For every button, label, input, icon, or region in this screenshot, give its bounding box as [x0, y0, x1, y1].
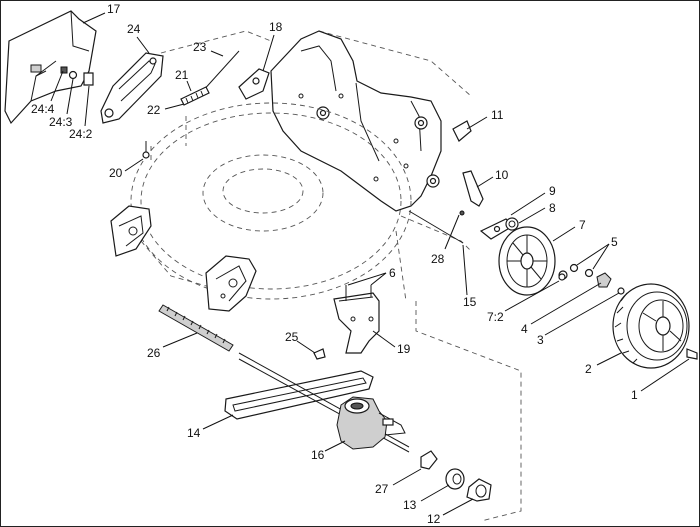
callout-11: 11 [491, 108, 504, 122]
axle-28-15 [408, 210, 465, 244]
pinion-27 [420, 450, 438, 470]
callout-17: 17 [107, 2, 121, 16]
callout-12: 12 [427, 512, 441, 526]
bushing-7-2 [558, 273, 566, 281]
callout-2: 2 [585, 362, 592, 376]
callout-9: 9 [549, 184, 556, 198]
callout-8: 8 [549, 201, 556, 215]
transmission-16 [336, 396, 406, 450]
spring-part [180, 86, 210, 106]
assembly-reference-lines [150, 30, 522, 522]
chute-deflector-part [4, 10, 97, 125]
hinge-hardware [60, 66, 94, 86]
callout-14: 14 [187, 426, 201, 440]
callout-20: 20 [109, 166, 123, 180]
callout-13: 13 [403, 498, 417, 512]
callout-10: 10 [495, 168, 509, 182]
wheel-bolt-1 [686, 348, 698, 360]
callout-26: 26 [147, 346, 161, 360]
callout-19: 19 [397, 342, 411, 356]
callout-labels: 17 24 24:4 24:3 24:2 23 21 22 18 20 11 1… [31, 2, 638, 526]
gear-12 [466, 478, 492, 502]
callout-16: 16 [311, 448, 325, 462]
callout-1: 1 [631, 388, 638, 402]
drive-mount-bracket-19 [333, 292, 380, 354]
wheel-assembly-2 [612, 283, 690, 369]
wheel-hub-disc-7 [498, 226, 556, 296]
callout-5: 5 [611, 235, 618, 249]
deck-rear-left-mount [205, 255, 257, 312]
wheel-hardware-5-4-3 [558, 263, 625, 295]
deck-front-left-mount [110, 205, 152, 257]
callout-25: 25 [285, 330, 299, 344]
bracket-18-part [238, 68, 270, 100]
mower-deck [130, 102, 412, 300]
callout-24-3: 24:3 [49, 115, 73, 129]
spring-bar-26 [158, 304, 234, 352]
screw-25 [313, 348, 326, 360]
callout-4: 4 [521, 322, 528, 336]
callout-6: 6 [389, 266, 396, 280]
height-adjust-parts [452, 120, 519, 240]
callout-15: 15 [463, 295, 477, 309]
callout-18: 18 [269, 20, 283, 34]
callout-7-2: 7:2 [487, 310, 504, 324]
hinge-rod-part [200, 50, 240, 94]
gear-13 [445, 468, 465, 490]
callout-21: 21 [175, 68, 189, 82]
handle-bracket-plate [270, 30, 442, 212]
leader-lines [50, 12, 690, 516]
hinge-bracket-part [100, 52, 164, 124]
bolts-6 [345, 285, 372, 301]
callout-24-2: 24:2 [69, 127, 93, 141]
callout-28: 28 [431, 252, 445, 266]
screw-20 [142, 141, 150, 159]
callout-24-4: 24:4 [31, 102, 55, 116]
callout-24: 24 [127, 22, 141, 36]
callout-3: 3 [537, 333, 544, 347]
callout-22: 22 [147, 103, 161, 117]
callout-7: 7 [579, 218, 586, 232]
drive-belt-14 [224, 370, 374, 420]
callout-23: 23 [193, 40, 207, 54]
callout-27: 27 [375, 482, 389, 496]
